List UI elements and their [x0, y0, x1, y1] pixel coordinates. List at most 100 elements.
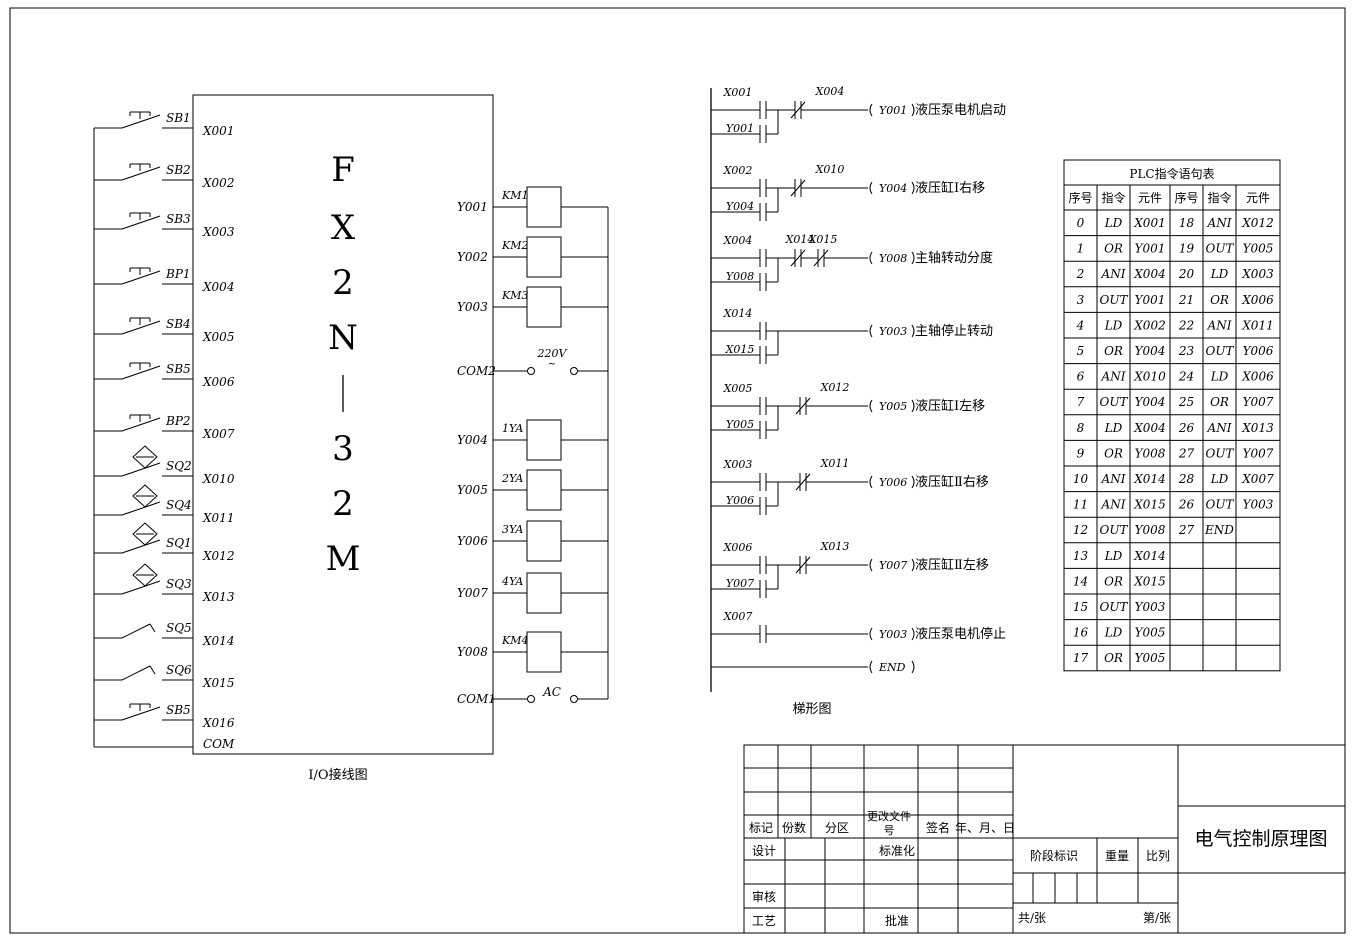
table-cell: X014 [1133, 472, 1165, 486]
output-terminal-label: Y006 [457, 534, 488, 548]
coil-right [911, 181, 915, 195]
table-cell: 10 [1073, 472, 1089, 486]
prox-sensor-symbol [132, 445, 158, 469]
limit-blade [121, 623, 151, 639]
table-cell: OUT [1100, 600, 1129, 614]
table-title: PLC指令语句表 [1129, 166, 1214, 181]
table-header-cell: 元件 [1138, 191, 1162, 205]
coil-left [869, 324, 873, 338]
table-cell: 2 [1076, 267, 1085, 281]
table-cell: 24 [1178, 370, 1194, 384]
table-cell: OUT [1206, 242, 1235, 256]
table-cell: Y007 [1243, 395, 1274, 409]
ladder-caption: 梯形图 [792, 702, 831, 717]
table-cell: LD [1104, 549, 1123, 563]
revision-header: 标记份数分区更改文件号签名年、月、日 [749, 809, 1015, 837]
coil-label: Y005 [879, 400, 907, 413]
table-cell: Y008 [1135, 523, 1166, 537]
table-cell: 21 [1178, 293, 1194, 307]
table-cell: 20 [1178, 267, 1195, 281]
table-cell: 27 [1178, 523, 1195, 537]
table-cell: 13 [1073, 549, 1089, 563]
rung-description: 液压缸Ⅱ左移 [915, 557, 989, 573]
table-cell: 12 [1073, 523, 1088, 537]
approve-label: 批准 [885, 913, 909, 928]
terminal-left [527, 367, 535, 375]
output-terminal-label: COM1 [457, 692, 496, 706]
input-terminal-label: X015 [202, 676, 234, 690]
contact-label: X015 [808, 233, 838, 246]
table-cell: OR [1104, 242, 1123, 256]
contact-label: Y008 [726, 270, 754, 283]
load-label: 3YA [502, 523, 523, 536]
contact-label: Y007 [726, 577, 754, 590]
com-label: COM [203, 737, 235, 751]
table-cell: X015 [1133, 498, 1165, 512]
input-device-label: BP1 [165, 267, 191, 281]
input-device-label: SQ1 [166, 536, 192, 550]
title-block: 标记份数分区更改文件号签名年、月、日 设计 标准化 审核 工艺 批准 阶段标识 … [743, 744, 1345, 934]
output-terminal-label: Y007 [457, 586, 488, 600]
input-device-label: SB3 [166, 212, 191, 226]
switch-blade [121, 320, 161, 335]
table-cell: OR [1210, 293, 1229, 307]
coil-right [911, 475, 915, 489]
table-cell: X004 [1133, 421, 1165, 435]
coil-right [911, 660, 915, 674]
contact-label: Y004 [726, 200, 754, 213]
table-cell: Y005 [1243, 242, 1274, 256]
contact-nc-slash [795, 397, 811, 415]
table-cell: 16 [1073, 626, 1089, 640]
table-cell: 19 [1179, 242, 1195, 256]
load-label: 2YA [501, 472, 523, 485]
load-coil [526, 186, 562, 228]
output-terminal-label: Y005 [457, 483, 488, 497]
switch-blade [121, 365, 161, 380]
contact-label: Y006 [726, 494, 754, 507]
input-device-label: SQ3 [166, 577, 192, 591]
table-cell: Y004 [1135, 395, 1166, 409]
table-cell: OR [1210, 395, 1229, 409]
contact-label: X010 [815, 163, 845, 176]
model-char-3: N [328, 318, 358, 358]
table-cell: 26 [1178, 421, 1195, 435]
table-cell: Y003 [1243, 498, 1274, 512]
table-cell: 25 [1178, 395, 1194, 409]
model-char-0: F [331, 150, 355, 190]
table-cell: OR [1104, 344, 1123, 358]
input-device-label: SQ4 [166, 498, 192, 512]
rung-description: 液压缸Ⅰ右移 [915, 180, 985, 196]
switch-blade [121, 417, 161, 432]
table-cell: ANI [1101, 472, 1126, 486]
contact-label: X007 [723, 610, 753, 623]
contact-nc-slash [813, 249, 829, 267]
model-char-6: 2 [332, 484, 354, 524]
table-cell: Y001 [1135, 242, 1166, 256]
limit-tip [149, 665, 156, 675]
input-devices: SB1X001SB2X002SB3X003BP1X004SB4X005SB5X0… [94, 111, 235, 730]
rung-description: 主轴停止转动 [915, 323, 993, 339]
input-terminal-label: X010 [202, 472, 235, 486]
coil-left [869, 251, 873, 265]
prox-sensor-symbol [132, 563, 158, 587]
rung-description: 液压泵电机启动 [915, 103, 1006, 118]
output-y005: Y005 2YA [457, 469, 608, 511]
contact-label: X014 [785, 233, 815, 246]
switch-blade [121, 166, 161, 181]
table-cell: X015 [1133, 574, 1165, 588]
total-sheets-label: 共/张 [1018, 911, 1046, 925]
table-cell: OUT [1100, 293, 1129, 307]
coil-left [869, 181, 873, 195]
